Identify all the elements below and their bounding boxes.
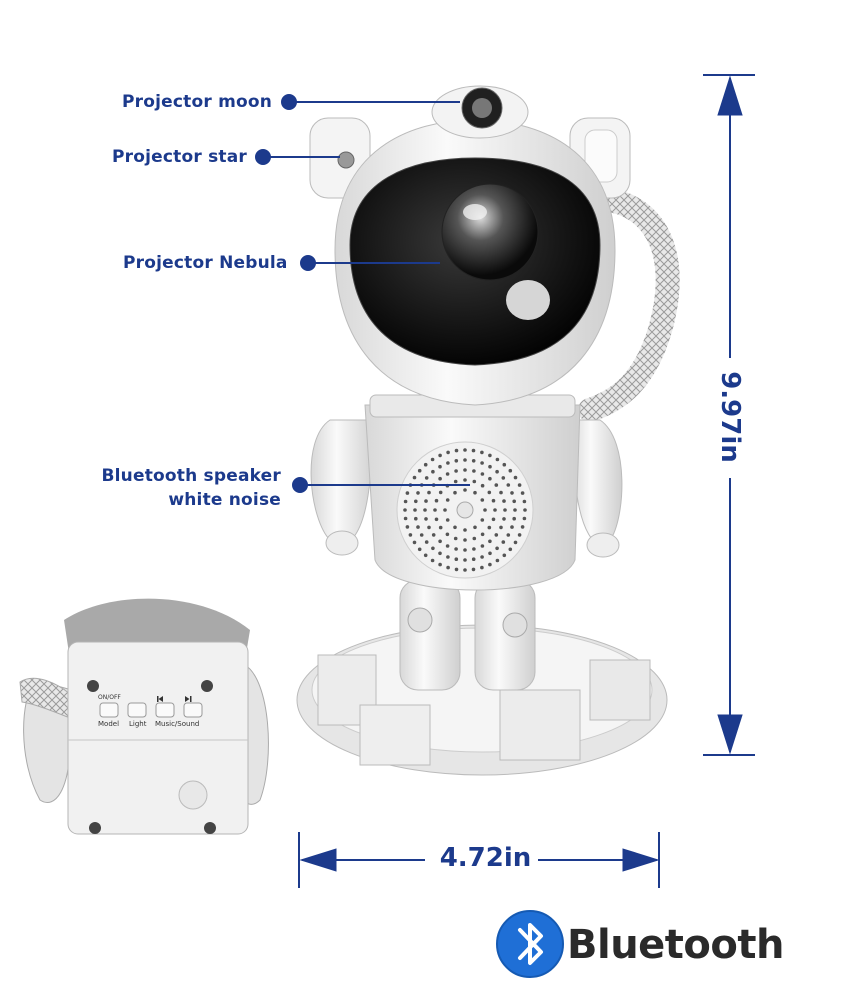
next-track-icon <box>185 696 192 702</box>
height-label: 9.97in <box>715 371 745 463</box>
bluetooth-icon <box>496 910 564 978</box>
inset-back-view <box>19 598 269 835</box>
callout-speaker: Bluetooth speaker white noise <box>100 464 281 512</box>
callout-nebula: Projector Nebula <box>123 253 288 273</box>
height-dimension <box>703 74 755 756</box>
bluetooth-wordmark: Bluetooth <box>567 922 784 968</box>
width-label: 4.72in <box>439 843 532 873</box>
inset-light-label: Light <box>129 720 147 728</box>
callout-speaker-line1: Bluetooth speaker <box>101 466 281 486</box>
nebula-lens <box>441 183 539 281</box>
legs <box>399 579 536 691</box>
inset-model-label: Model <box>98 720 120 728</box>
inset-music-label: Music/Sound <box>155 720 200 728</box>
width-dimension <box>298 832 660 888</box>
inset-onoff-label: ON/OFF <box>98 694 121 701</box>
callout-lines <box>255 94 470 493</box>
callout-star: Projector star <box>112 147 247 167</box>
mesh-cable <box>578 188 680 422</box>
base-platform <box>296 624 668 776</box>
arms <box>310 419 623 558</box>
speaker-grill <box>396 441 534 579</box>
callout-moon: Projector moon <box>122 92 273 112</box>
callout-speaker-line2: white noise <box>168 490 281 510</box>
prev-track-icon <box>157 696 163 702</box>
helmet <box>309 85 631 406</box>
